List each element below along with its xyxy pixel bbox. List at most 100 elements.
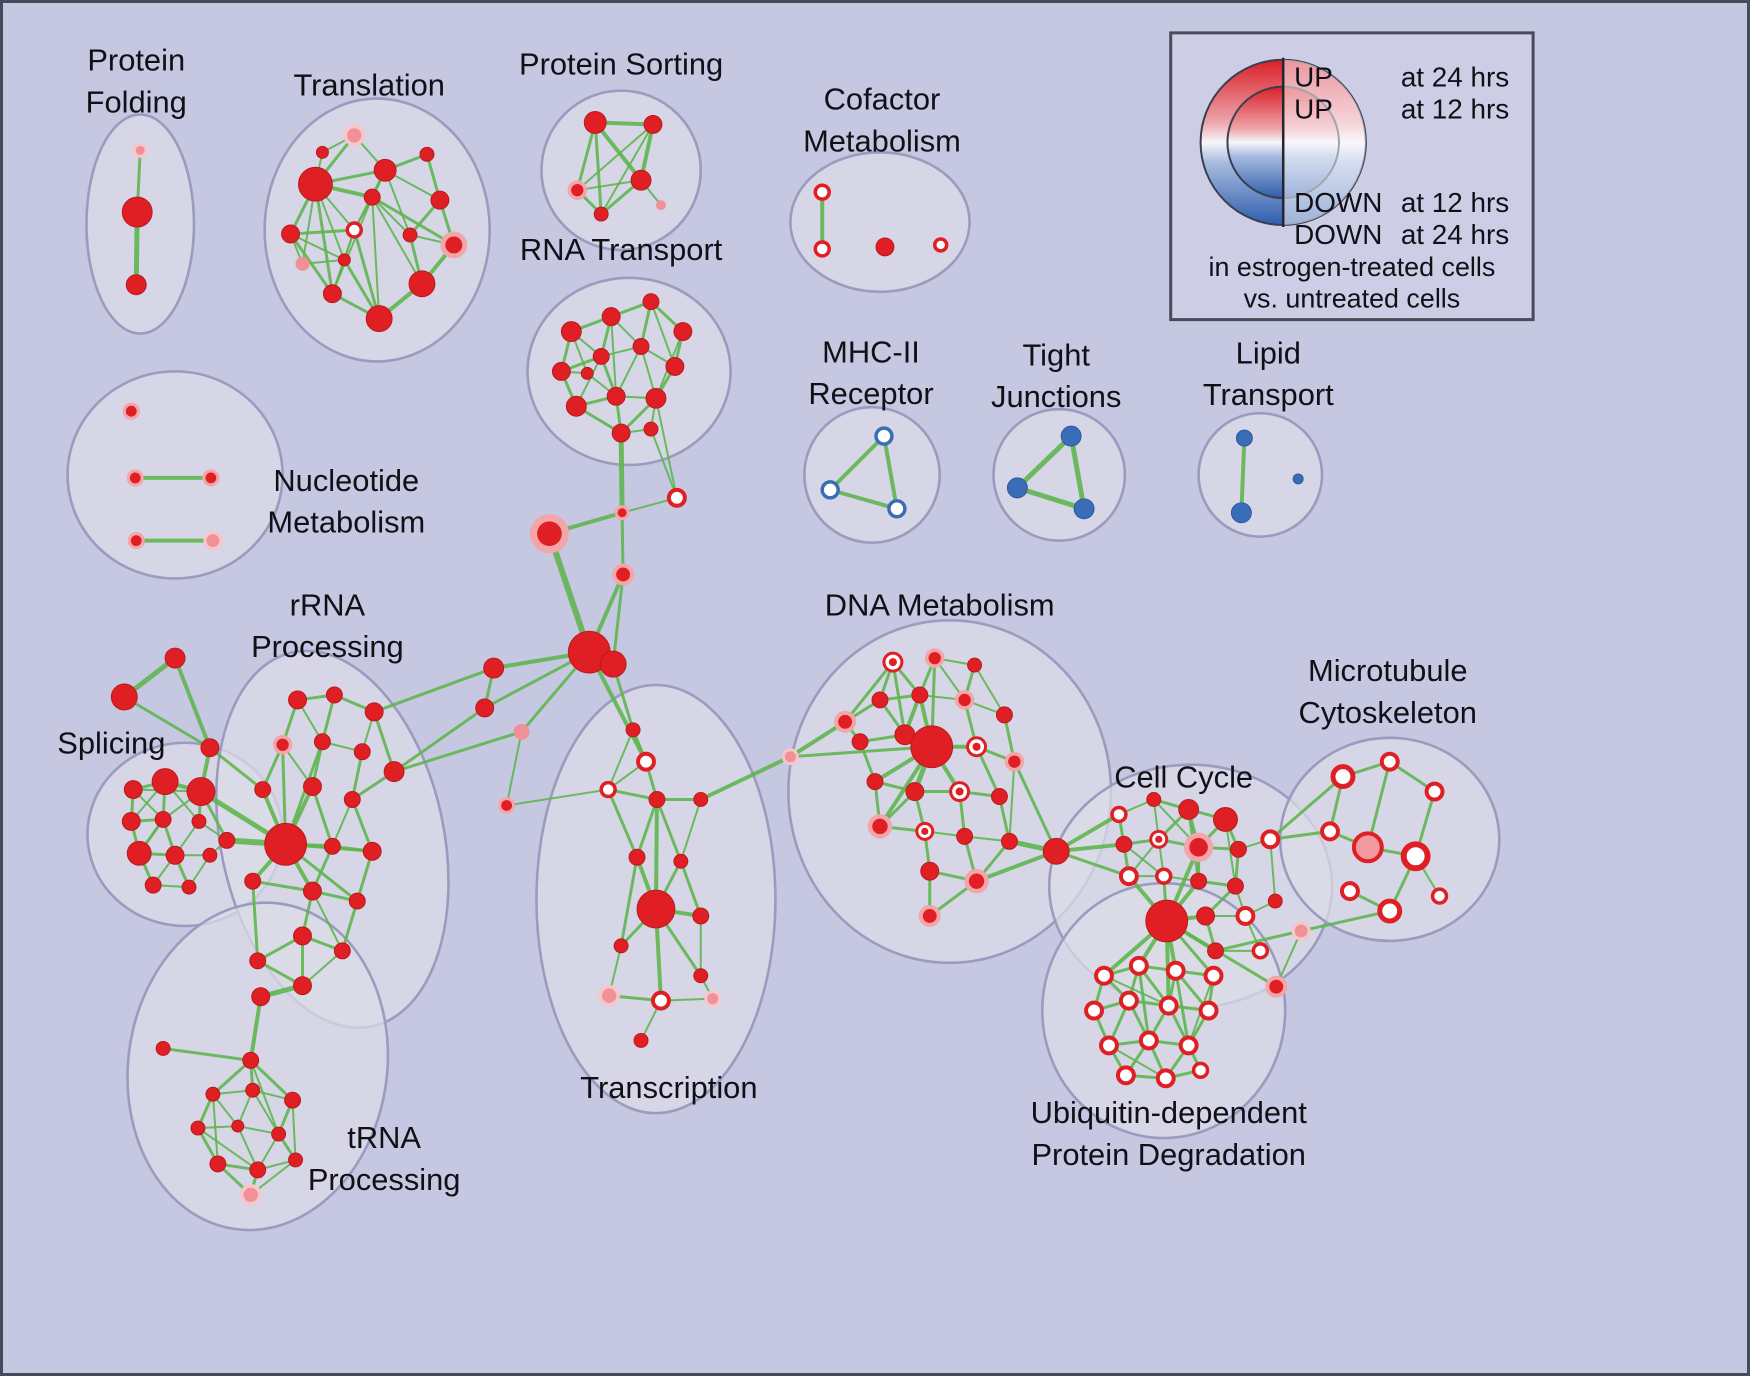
network-node-red <box>373 158 397 182</box>
cluster-label-trna-processing: Processing <box>308 1162 461 1197</box>
network-node-red-ring <box>1235 906 1256 926</box>
network-edge <box>679 798 702 863</box>
network-node-red <box>362 841 382 861</box>
network-node-red <box>242 1051 260 1069</box>
network-node-red <box>144 876 162 894</box>
network-node-red-ring <box>1203 965 1224 986</box>
network-node-red <box>126 840 152 866</box>
network-edge <box>1107 1044 1167 1080</box>
network-edge <box>1268 775 1345 841</box>
cluster-label-trna-processing: tRNA <box>347 1120 421 1155</box>
network-node-red <box>601 307 621 327</box>
network-node-red <box>593 206 609 222</box>
network-node-pink-halo <box>781 748 799 766</box>
network-node-red-halo <box>834 710 857 733</box>
network-edge <box>392 706 487 774</box>
network-node-red <box>164 647 186 669</box>
cluster-label-translation: Translation <box>293 68 445 103</box>
cluster-label-nucleotide-metabolism: Nucleotide <box>273 463 419 498</box>
network-node-red-ring <box>650 990 671 1011</box>
network-node-red <box>475 698 495 718</box>
network-node-red-ring <box>345 221 363 239</box>
network-node-pink <box>655 200 666 211</box>
network-node-red <box>905 782 925 802</box>
network-node-red <box>1178 799 1200 820</box>
network-node-red-ring <box>666 487 687 508</box>
cluster-label-lipid-transport: Transport <box>1203 377 1334 412</box>
network-edge <box>1239 436 1247 515</box>
network-node-dot <box>972 742 981 751</box>
network-node-red <box>123 780 143 800</box>
cluster-label-rna-transport: RNA Transport <box>520 232 723 267</box>
cluster-label-mhc-ii-receptor: Receptor <box>808 376 933 411</box>
network-edge <box>619 855 639 948</box>
network-node-red-ring <box>1377 898 1403 924</box>
network-node-red <box>288 1152 304 1168</box>
network-node-red <box>254 781 272 799</box>
network-node-red-ring <box>1118 990 1139 1011</box>
network-edge <box>610 315 618 398</box>
network-node-red <box>365 305 393 333</box>
network-node-red <box>1146 792 1162 807</box>
network-node-red <box>565 395 587 417</box>
network-node-red <box>190 1120 206 1136</box>
legend-direction-label: UP <box>1294 93 1333 124</box>
network-edge <box>371 196 412 236</box>
cluster-ellipse-nucleotide-metabolism <box>66 370 284 580</box>
network-node-red-halo <box>126 469 144 487</box>
network-node-red <box>1229 840 1247 858</box>
network-node-red <box>200 738 220 758</box>
network-edge <box>1174 969 1191 1047</box>
cluster-label-transcription: Transcription <box>580 1070 757 1105</box>
network-node-red <box>383 761 405 783</box>
network-edge <box>248 994 263 1063</box>
cluster-label-cell-cycle: Cell Cycle <box>1114 760 1253 795</box>
network-node-red <box>1196 906 1216 926</box>
network-node-red-halo <box>272 734 293 755</box>
network-node-red <box>333 942 351 960</box>
network-node-red-halo <box>918 905 941 927</box>
cluster-label-tight-junctions: Junctions <box>991 379 1121 414</box>
network-edge <box>1068 433 1087 512</box>
legend-time-label: at 12 hrs <box>1401 187 1509 218</box>
legend-direction-label: UP <box>1294 62 1333 93</box>
legend-time-label: at 24 hrs <box>1401 219 1509 250</box>
network-node-dot <box>921 827 929 835</box>
network-edge <box>371 196 423 285</box>
network-edge <box>211 1093 219 1165</box>
network-node-red-ring <box>599 780 617 799</box>
cluster-label-nucleotide-metabolism: Metabolism <box>267 505 425 540</box>
network-edge <box>1268 829 1332 841</box>
network-node-red-ring <box>1158 995 1179 1016</box>
network-edge <box>575 120 597 192</box>
network-edge <box>576 179 643 192</box>
network-node-red <box>483 657 505 679</box>
network-node-red <box>643 115 663 134</box>
network-node-red <box>613 938 629 954</box>
network-node-pink-halo <box>704 990 722 1008</box>
legend-note: in estrogen-treated cells <box>1208 252 1495 282</box>
network-edge <box>1014 433 1074 491</box>
network-node-red <box>322 284 342 304</box>
network-edge <box>891 660 907 737</box>
network-node-red-ring <box>636 751 656 772</box>
network-node-red <box>202 847 218 863</box>
network-node-pink <box>295 256 310 271</box>
cluster-label-tight-junctions: Tight <box>1022 337 1090 372</box>
cluster-ellipse-tight-junctions <box>992 407 1127 542</box>
network-node-pink-ring <box>1351 831 1384 864</box>
network-node-pink-halo <box>239 1184 262 1206</box>
network-edge <box>974 849 1059 884</box>
network-node-red-ring <box>1155 1068 1176 1089</box>
network-node-red-ring <box>1251 942 1270 960</box>
network-edge <box>649 300 676 368</box>
network-node-red <box>303 881 322 901</box>
network-edge <box>310 785 334 848</box>
network-node-red <box>1145 899 1189 943</box>
network-node-red <box>363 188 381 206</box>
network-edge <box>576 123 654 192</box>
network-node-pink-halo <box>1291 921 1311 941</box>
network-node-red <box>165 845 185 865</box>
cluster-label-splicing: Splicing <box>57 726 165 761</box>
network-node-blue <box>1006 477 1028 499</box>
